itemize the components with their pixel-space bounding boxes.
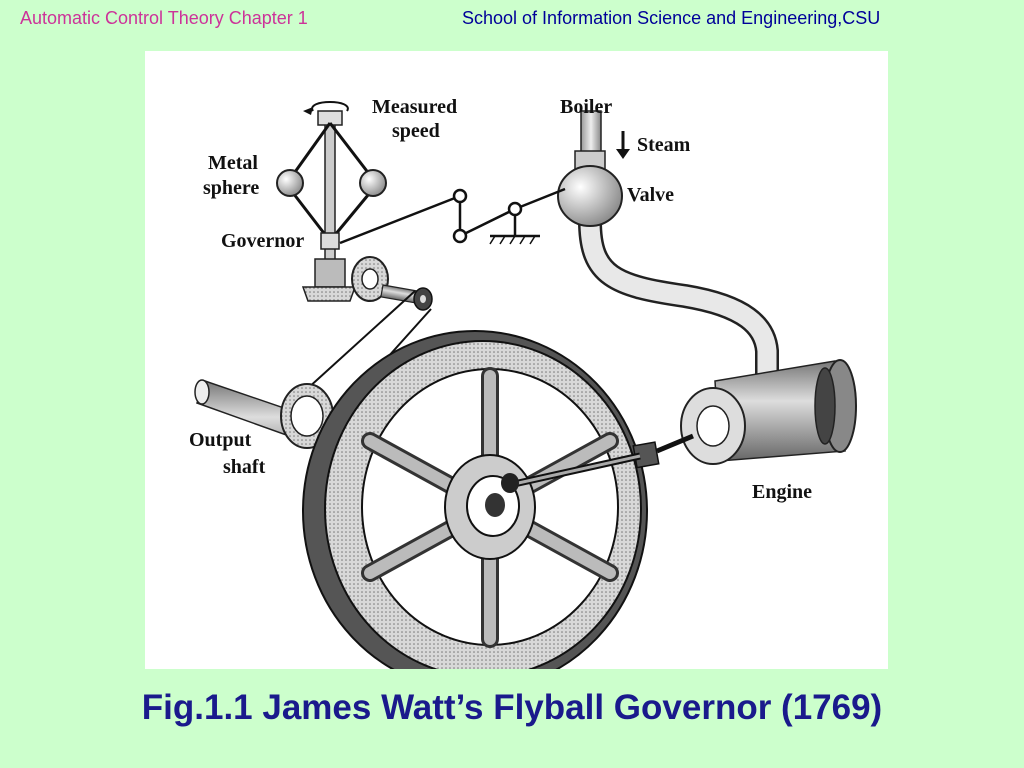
label-measured: Measured <box>372 96 457 118</box>
label-valve: Valve <box>627 184 674 206</box>
label-engine: Engine <box>752 481 812 503</box>
steam-arrow-icon <box>616 131 630 159</box>
figure-caption: Fig.1.1 James Watt’s Flyball Governor (1… <box>141 688 883 727</box>
governor <box>276 101 387 302</box>
label-steam: Steam <box>637 134 691 156</box>
label-sphere: sphere <box>203 177 259 199</box>
bevel-gear <box>351 256 433 311</box>
linkage <box>339 187 566 245</box>
label-output: Output <box>189 429 252 451</box>
label-speed: speed <box>392 120 440 142</box>
label-governor: Governor <box>221 230 304 252</box>
school-name: School of Information Science and Engine… <box>462 8 881 28</box>
label-metal: Metal <box>208 152 258 174</box>
chapter-title: Automatic Control Theory Chapter 1 <box>20 8 308 28</box>
flywheel <box>302 330 648 669</box>
label-boiler: Boiler <box>560 96 612 118</box>
valve <box>557 150 623 227</box>
governor-diagram: Measured speed Metal sphere Governor Boi… <box>189 96 857 669</box>
engine <box>501 359 857 493</box>
metal-sphere-right <box>359 169 387 197</box>
label-shaft: shaft <box>223 456 266 478</box>
metal-sphere-left <box>276 169 304 197</box>
flyball-governor-figure: Measured speed Metal sphere Governor Boi… <box>145 51 888 669</box>
